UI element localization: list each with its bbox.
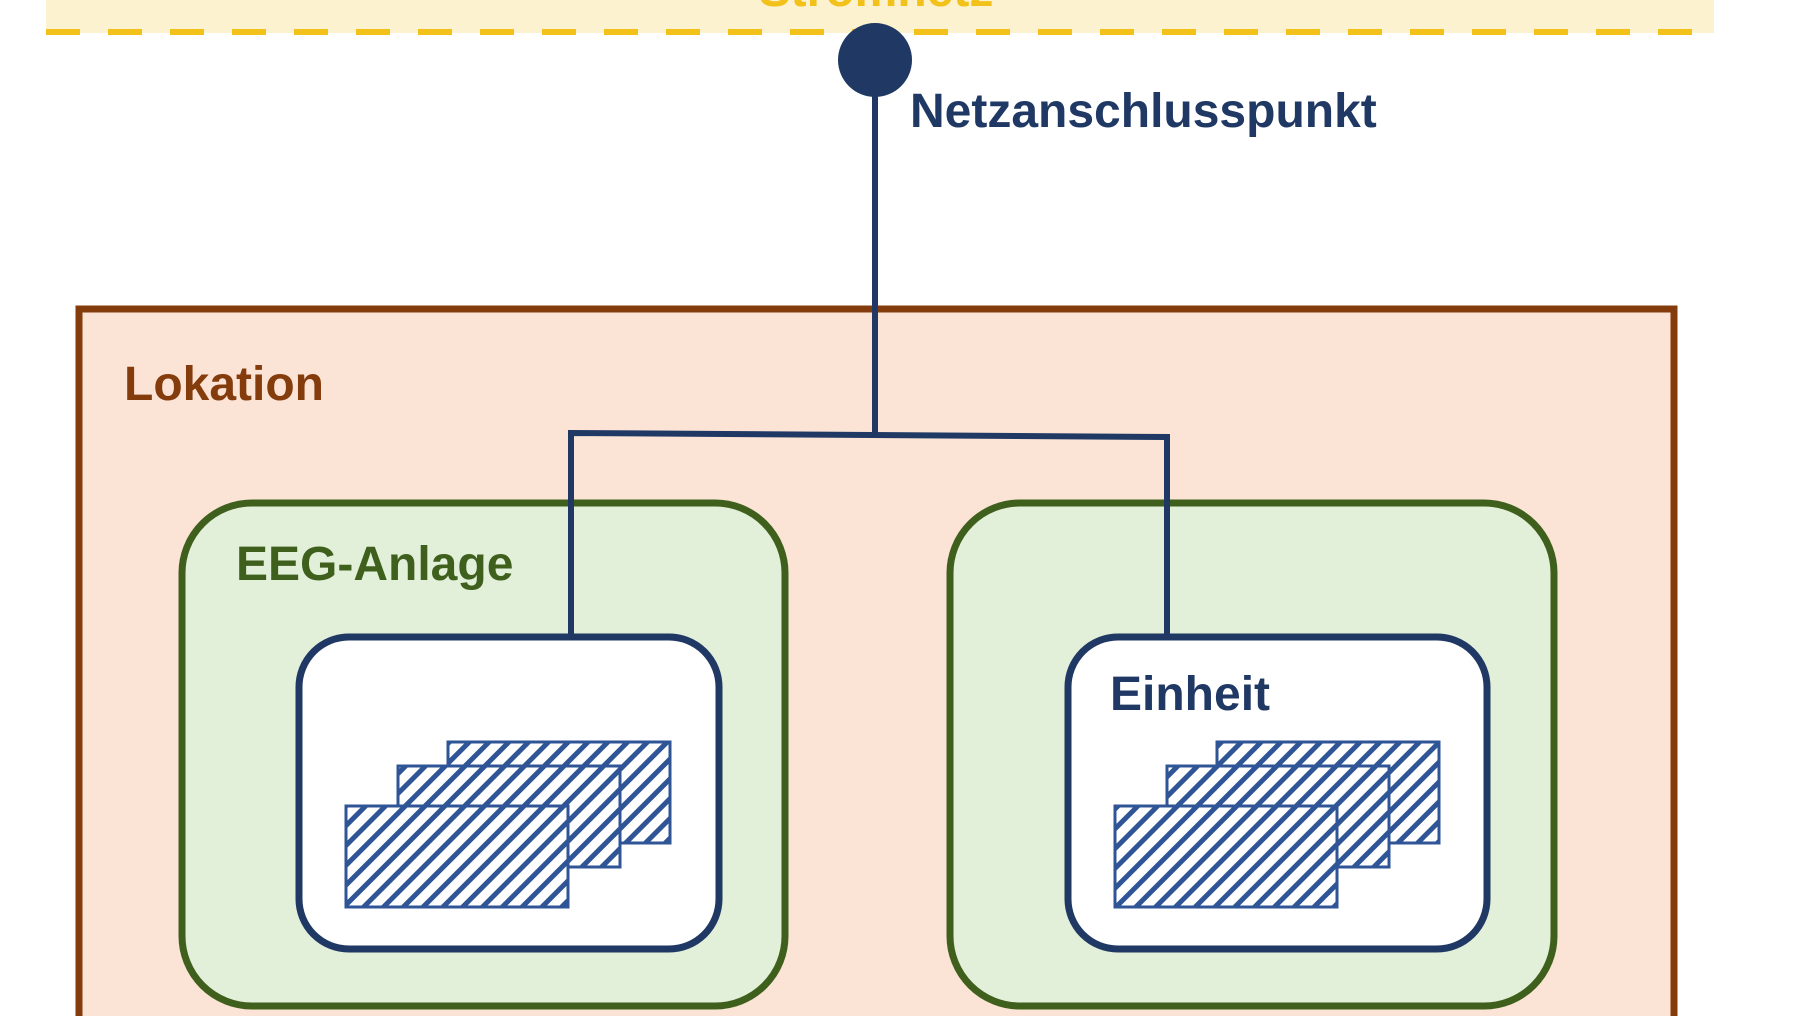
unit-stack-front (1113, 804, 1339, 909)
connection-point-label: Netzanschlusspunkt (910, 85, 1377, 138)
connection-lines (568, 60, 1170, 637)
eeg-plant-label: EEG-Anlage (236, 538, 513, 591)
unit-stack-icon (1113, 740, 1441, 909)
unit-label: Einheit (1110, 668, 1270, 721)
branch-line (568, 429, 1170, 637)
connection-point-dot (838, 23, 912, 97)
location-label: Lokation (124, 358, 324, 411)
grid-label: Stromnetz (759, 0, 994, 17)
left-unit-stack-icon (344, 740, 672, 909)
left-unit-stack-front (344, 804, 570, 909)
